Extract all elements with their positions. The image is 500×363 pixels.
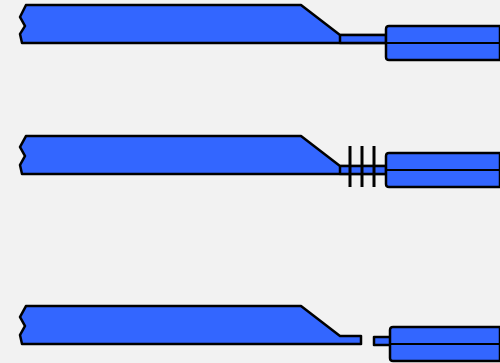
rod-body bbox=[18, 3, 388, 45]
panel-connected bbox=[18, 3, 500, 62]
panel-hatched bbox=[18, 134, 500, 189]
rod-stem bbox=[338, 33, 388, 45]
rod-body bbox=[18, 134, 388, 176]
detached-stub bbox=[372, 335, 393, 347]
rod-body bbox=[18, 304, 363, 346]
panel-separated bbox=[18, 304, 500, 363]
